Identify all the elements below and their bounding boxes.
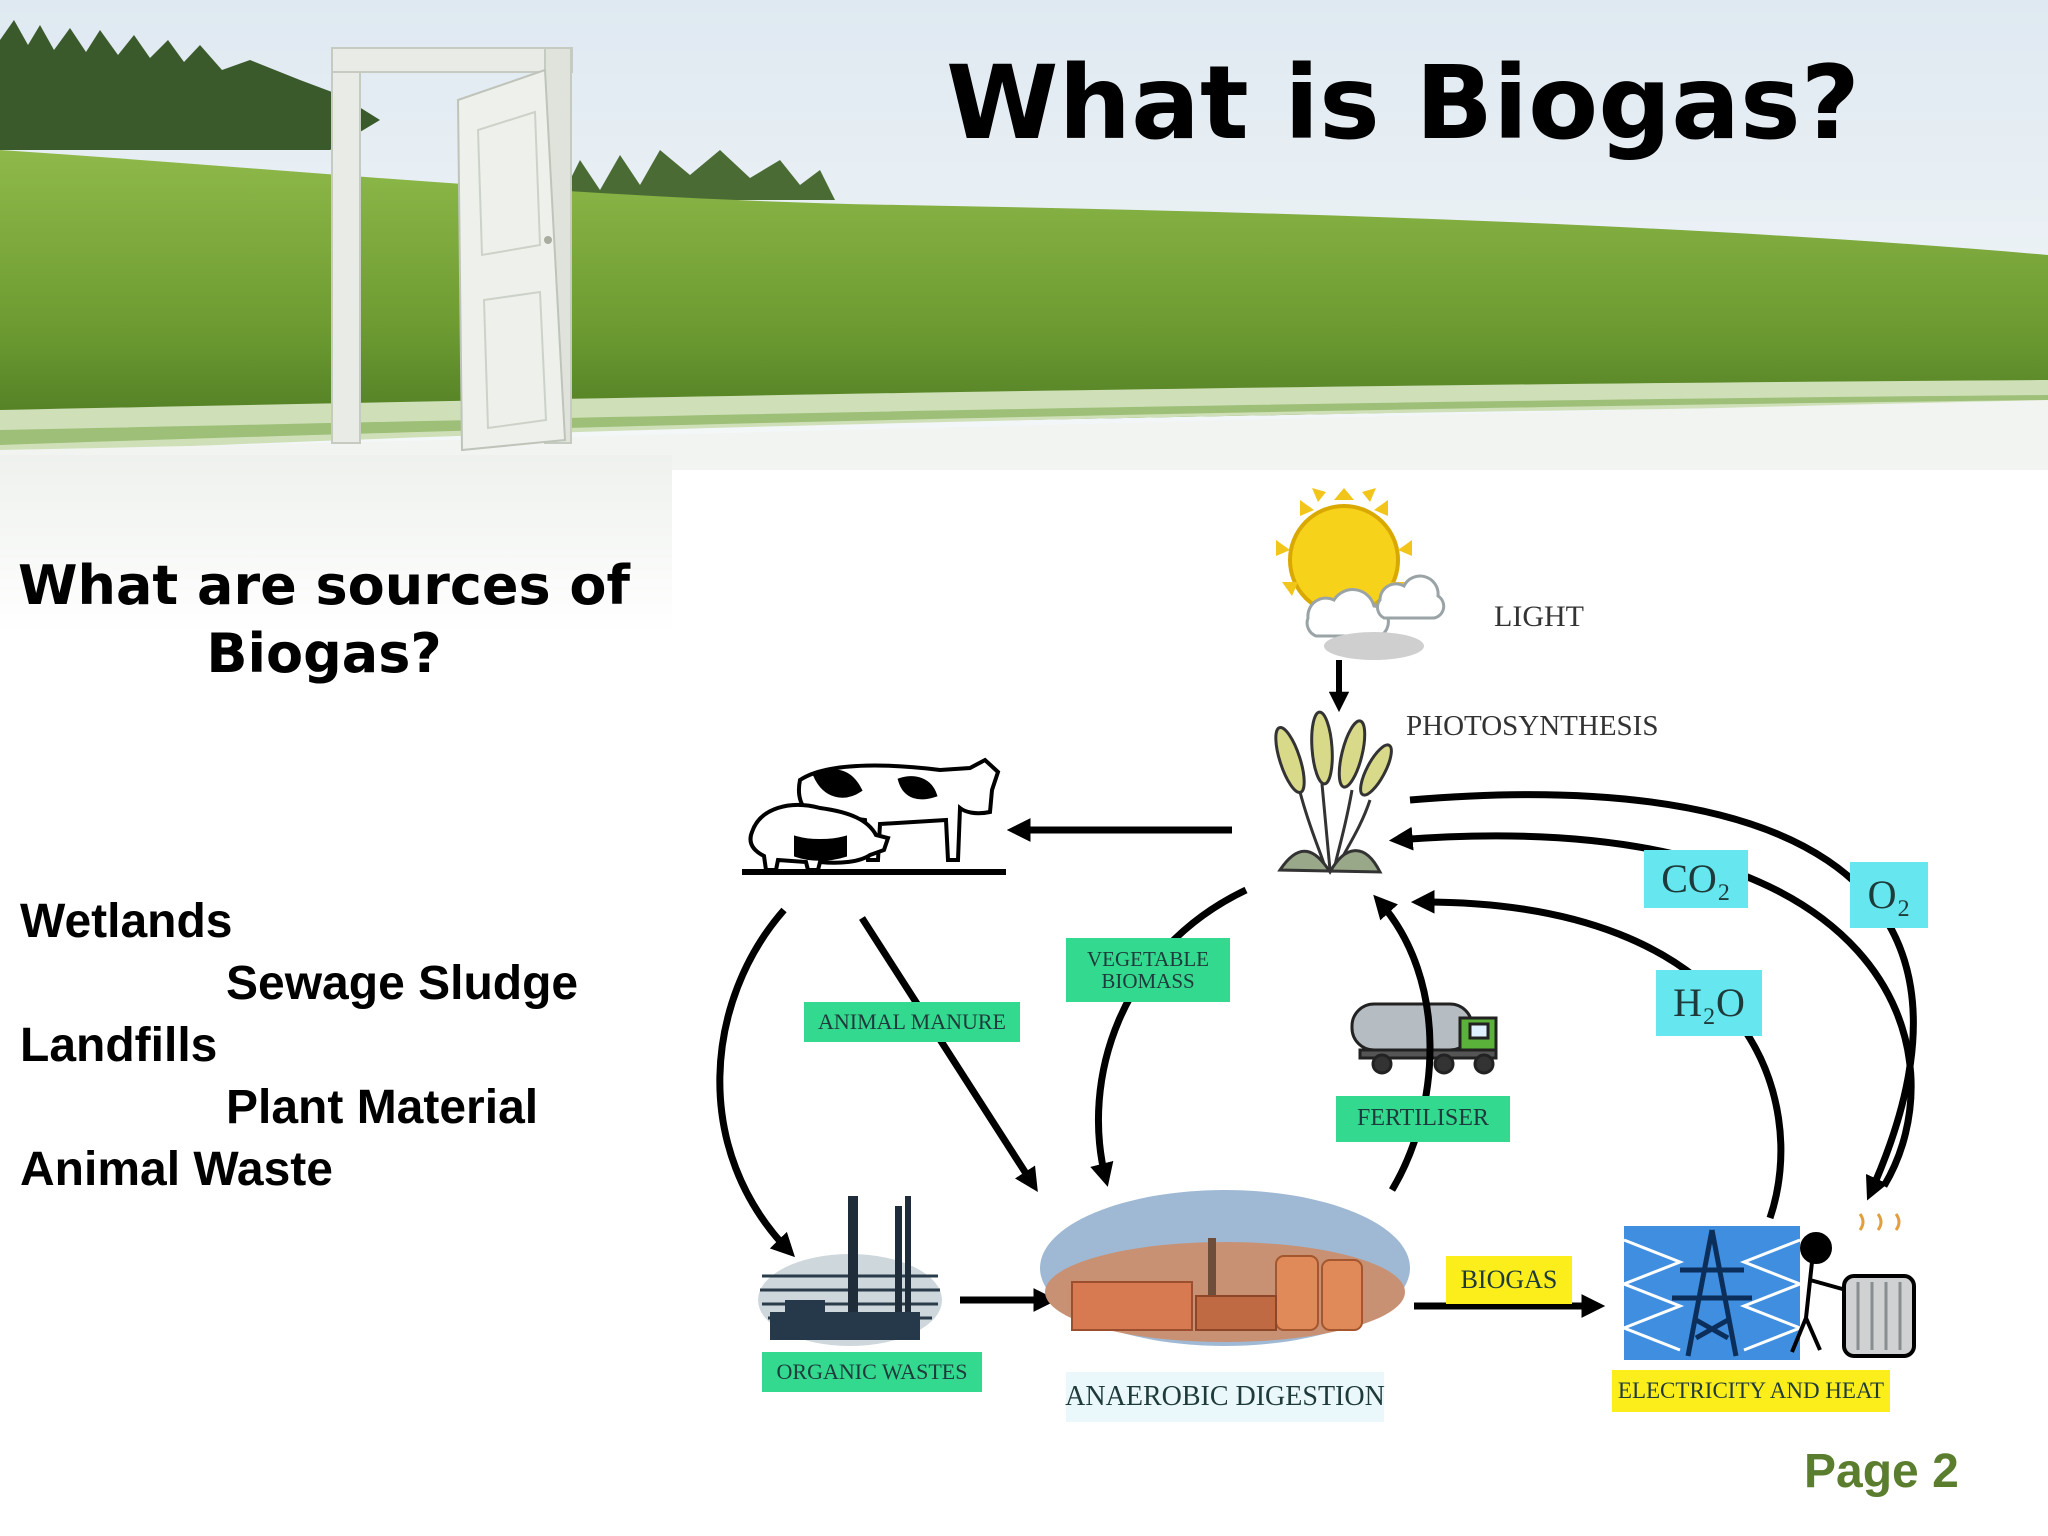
left-fade-panel	[0, 455, 672, 635]
shadow-cloud-icon	[1324, 632, 1424, 660]
source-item-plant-material: Plant Material	[226, 1081, 539, 1134]
arrow-co2-to-plant	[1388, 826, 1915, 1188]
pig-icon	[748, 803, 891, 872]
arrow-manure-to-digestion	[859, 916, 1038, 1193]
tanker-truck-icon	[1350, 1002, 1498, 1075]
arrow-o2-to-electricity	[1409, 791, 1917, 1201]
wheat-plant-icon	[1274, 710, 1393, 875]
cloud-icon	[1305, 574, 1446, 638]
h2o-label: H₂O	[1656, 970, 1762, 1036]
fertiliser-label: FERTILISER	[1336, 1096, 1510, 1142]
arrow-biomass-to-digestion	[1090, 886, 1248, 1187]
source-item-animal-waste: Animal Waste	[20, 1143, 333, 1196]
factory-icon	[758, 1196, 942, 1346]
sources-question: What are sources of Biogas?	[17, 554, 631, 685]
co2-label: CO₂	[1644, 850, 1748, 908]
arrow-h2o-to-plant	[1410, 890, 1785, 1220]
landscape-banner	[0, 0, 2048, 470]
vegetable-biomass-label: VEGETABLE BIOMASS	[1066, 938, 1230, 1002]
vegetable-biomass-line2: BIOMASS	[1101, 969, 1195, 993]
vegetable-biomass-line1: VEGETABLE	[1087, 946, 1209, 971]
biogas-label: BIOGAS	[1446, 1256, 1572, 1304]
slide-title: What is Biogas?	[946, 44, 1860, 163]
cow-icon	[796, 757, 1001, 862]
source-item-landfills: Landfills	[20, 1019, 218, 1072]
door-icon	[331, 47, 573, 452]
treeline	[0, 20, 835, 200]
cycle-arrows	[716, 791, 1917, 1258]
photosynthesis-label: PHOTOSYNTHESIS	[1406, 710, 1659, 742]
animal-manure-label: ANIMAL MANURE	[804, 1002, 1020, 1042]
person-heater-icon	[1790, 1213, 1916, 1358]
organic-wastes-label: ORGANIC WASTES	[762, 1352, 982, 1392]
page-number: Page 2	[1804, 1445, 1959, 1498]
arrow-fertiliser-to-plant	[1373, 894, 1434, 1192]
arrow-animals-to-organic-wastes	[716, 907, 795, 1258]
light-label: LIGHT	[1494, 600, 1584, 633]
source-item-sewage-sludge: Sewage Sludge	[226, 957, 579, 1010]
power-pylon-icon	[1619, 1226, 1805, 1360]
electricity-and-heat-label: ELECTRICITY AND HEAT	[1612, 1370, 1890, 1412]
digester-plant-icon	[1040, 1190, 1410, 1346]
o2-label: O₂	[1850, 862, 1928, 928]
anaerobic-digestion-label: ANAEROBIC DIGESTION	[1065, 1372, 1385, 1422]
source-item-wetlands: Wetlands	[20, 895, 233, 948]
